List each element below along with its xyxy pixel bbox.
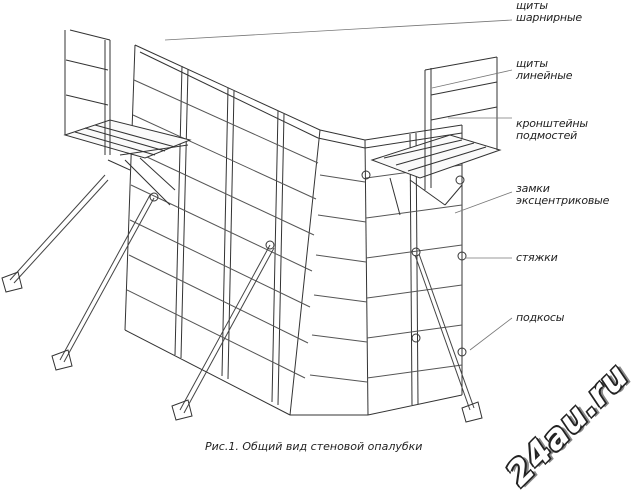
left-wall	[124, 44, 321, 416]
pointer-lines	[164, 19, 513, 351]
label-braces: подкосы	[516, 311, 565, 324]
label-linear-panels: щиты линейные	[516, 57, 573, 82]
label-hinged-panels-line1: щиты	[516, 0, 548, 12]
formwork-drawing	[1, 19, 513, 423]
label-locks: замки эксцентриковые	[516, 183, 609, 207]
label-locks-line2: эксцентриковые	[516, 194, 610, 207]
right-platform	[370, 56, 502, 216]
label-linear-panels-line1: щиты	[516, 57, 548, 70]
label-linear-panels-line2: линейные	[516, 69, 573, 82]
label-locks-line1: замки	[516, 182, 550, 195]
braces	[9, 174, 475, 414]
brace-feet	[1, 271, 483, 423]
label-hinged-panels: щиты шарнирные	[516, 0, 582, 24]
label-brackets-line2: подмостей	[516, 129, 578, 142]
right-wall-ribs	[309, 164, 463, 383]
label-ties: стяжки	[516, 251, 558, 264]
label-brackets-line1: кронштейны	[516, 117, 588, 130]
left-platform	[63, 29, 192, 206]
label-hinged-panels-line2: шарнирные	[516, 11, 582, 24]
left-wall-ribs	[126, 79, 319, 379]
ties	[149, 170, 467, 357]
label-brackets: кронштейны подмостей	[516, 118, 588, 142]
figure-caption: Рис.1. Общий вид стеновой опалубки	[205, 440, 423, 453]
